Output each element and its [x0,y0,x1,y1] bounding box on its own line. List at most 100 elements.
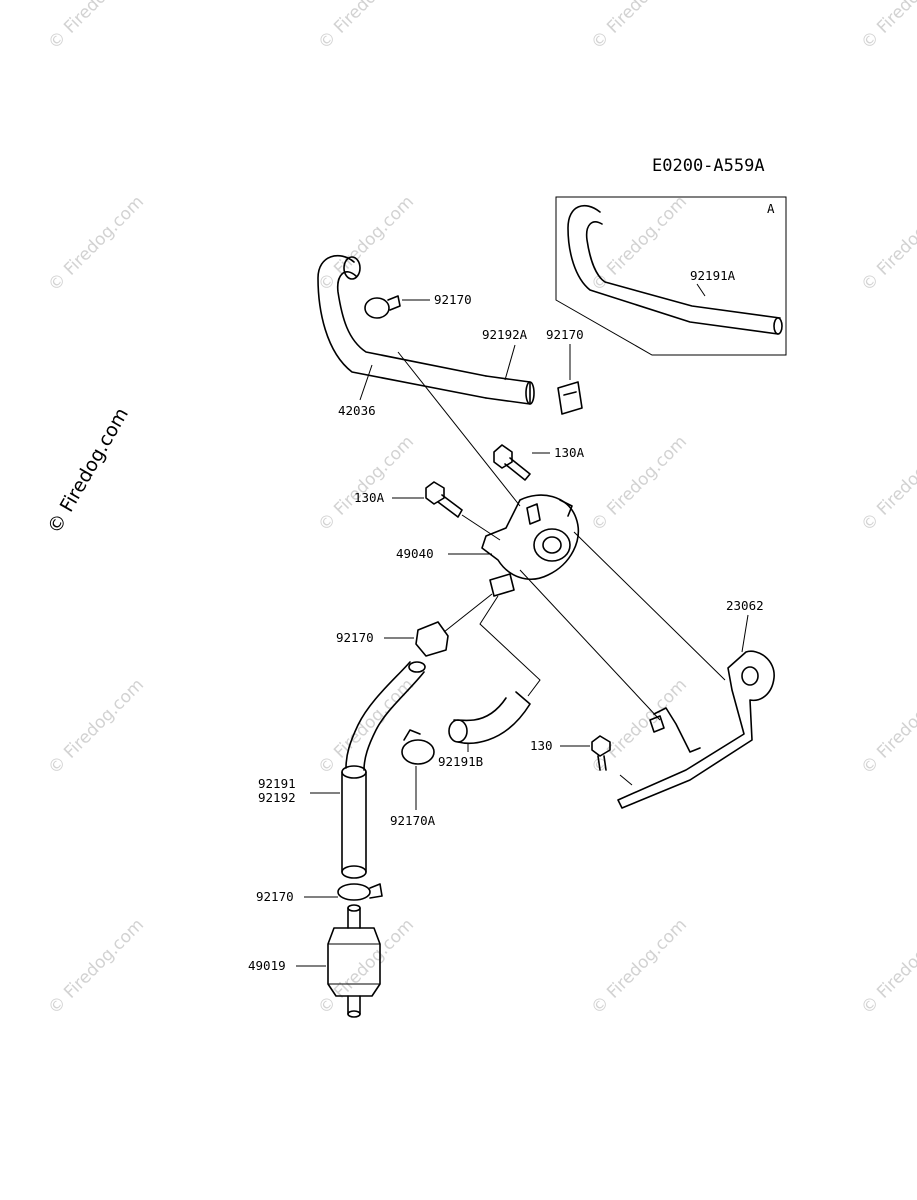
hose-92191a-end [773,317,783,335]
hose-42036: 42036 92192A [317,254,535,418]
leader-line [741,614,749,653]
watermark: © Firedog.com [857,432,917,536]
assembly-line [397,351,521,507]
label-92191a: 92191A [690,268,736,283]
bolt-head [493,444,513,469]
fuel-pump-49040: 49040 [396,494,580,597]
leader-line [359,364,373,401]
watermark-main: © Firedog.com [43,404,133,537]
bracket-23062: 23062 [617,598,775,809]
pump-body [481,494,580,580]
pump-outlet [489,573,515,597]
clamp-92170-top: 92170 [364,292,472,319]
pump-cover-inner [542,536,562,554]
hose-42036-end [343,256,361,280]
clamp-ring [337,883,371,901]
clamp-92170-low: 92170 [256,883,383,904]
bracket-tab [649,715,665,733]
bolt-shank [504,457,531,481]
label-92191b: 92191B [438,754,483,769]
label-23062: 23062 [726,598,764,613]
leader-line [504,344,516,381]
label-130: 130 [530,738,553,753]
diagram-code: E0200-A559A [652,156,765,176]
watermark: © Firedog.com [587,0,691,54]
sleeve-92192a-end [525,381,535,405]
clamp-body [415,621,449,657]
bolt-130a-right: 130A [493,444,585,481]
fuel-filter-49019: 49019 [248,904,381,1018]
clamp-body [557,381,583,415]
watermark: © Firedog.com [44,0,148,54]
hose-92191a-inner [585,221,781,319]
label-49019: 49019 [248,958,286,973]
label-92170-cap: 92170 [546,327,584,342]
clamp-tab [387,295,401,311]
pump-cover [533,528,571,562]
filter-inlet [347,907,361,929]
hose-42036-outer [317,254,487,399]
watermark: © Firedog.com [314,0,418,54]
hose-92191b-end [448,719,468,743]
hose-upper-inner [363,671,425,771]
bracket-arm [653,707,701,753]
bolt-130: 130 [530,735,633,786]
watermark: © Firedog.com [587,915,691,1019]
watermark: © Firedog.com [587,432,691,536]
watermark: © Firedog.com [314,915,418,1019]
watermark: © Firedog.com [314,432,418,536]
clamp-detail [563,391,577,396]
hose-92191b-inner [453,697,507,722]
leader-line [696,283,706,297]
hose-42036-inner [336,271,487,377]
pump-nipple [526,503,541,525]
hose-upper-end [408,661,426,673]
assembly-line [519,569,661,721]
hose-92191b-outer [457,691,531,745]
sleeve-92192a [485,375,531,405]
assembly-line [443,593,493,633]
filter-outlet-end [347,1010,361,1018]
label-92170-top: 92170 [434,292,472,307]
bolt-head [425,481,445,505]
clamp-ring [401,739,435,765]
filter-body [327,927,381,997]
label-92170a: 92170A [390,813,436,828]
bolt-shank [437,494,463,518]
bracket-hole [741,666,759,686]
bolt-shank [597,755,607,771]
watermark: © Firedog.com [857,192,917,296]
hose-upper-outer [345,661,411,769]
assembly-line [573,531,726,681]
assembly-line [479,595,541,697]
pump-tab [559,499,573,517]
clamp-92170-cap: 92170 [546,327,584,415]
watermark: © Firedog.com [44,192,148,296]
clamp-tab [403,729,421,741]
watermark: © Firedog.com [857,675,917,779]
label-92191: 92191 [258,776,296,791]
label-130a-left: 130A [354,490,385,505]
clamp-92170a: 92170A [390,729,436,828]
watermark: © Firedog.com [314,192,418,296]
label-92170-low: 92170 [256,889,294,904]
clamp-tab [369,883,383,899]
hose-92191b: 92191B [438,691,531,769]
label-130a-right: 130A [554,445,585,460]
bolt-head [591,735,611,757]
watermark: © Firedog.com [857,0,917,54]
assembly-line [461,514,501,541]
label-92192: 92192 [258,790,296,805]
label-92192a: 92192A [482,327,528,342]
clamp-92170-mid: 92170 [336,621,449,657]
inset-marker: A [767,201,775,216]
hose-92191: 92191 92192 [258,661,426,879]
label-42036: 42036 [338,403,376,418]
watermark: © Firedog.com [44,915,148,1019]
watermark: © Firedog.com [314,675,418,779]
hose-lower [341,771,367,873]
watermark: © Firedog.com [44,675,148,779]
label-92170-mid: 92170 [336,630,374,645]
